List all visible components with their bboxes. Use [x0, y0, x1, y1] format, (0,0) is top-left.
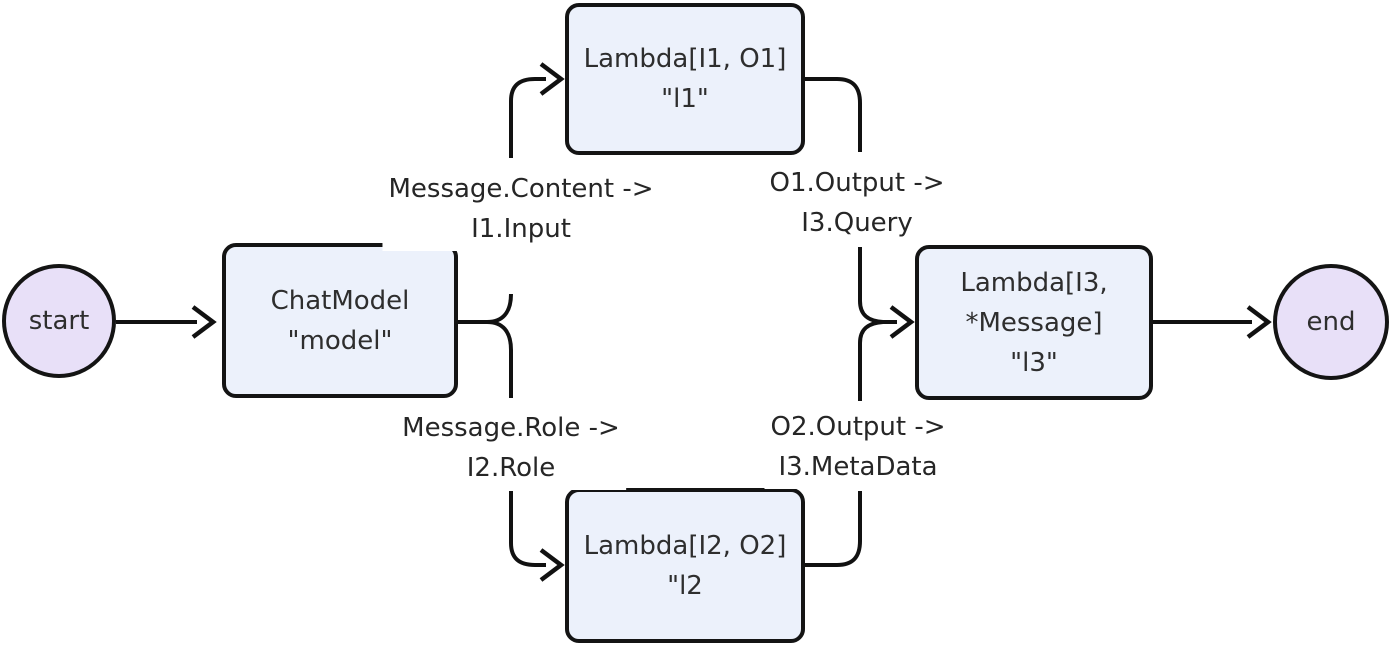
edge-label-o2-output: O2.Output -> I3.MetaData — [764, 405, 952, 489]
edge-model-l2-lower-segment — [509, 491, 546, 567]
arrowhead-l2 — [539, 548, 565, 582]
edge-label-o1-output: O1.Output -> I3.Query — [763, 161, 951, 245]
edge-l1-l3-upper-segment — [805, 77, 862, 152]
node-lambda-l3: Lambda[I3, *Message] "l3" — [915, 245, 1153, 400]
edge-l2-l3-upper-segment — [858, 320, 897, 401]
arrowhead-model — [191, 305, 217, 339]
arrowhead-l1 — [539, 62, 565, 96]
edge-l2-l3-lower-segment — [805, 491, 862, 567]
edge-l1-l3-lower-segment — [858, 247, 897, 324]
node-chatmodel: ChatModel "model" — [222, 243, 458, 398]
node-end: end — [1273, 264, 1389, 380]
node-start: start — [2, 264, 116, 378]
edge-model-l1-upper-segment — [509, 77, 546, 158]
arrowhead-l3 — [889, 305, 915, 339]
arrowhead-end — [1246, 305, 1272, 339]
node-lambda-l2: Lambda[I2, O2] "l2 — [565, 488, 805, 643]
edge-model-l1-lower-segment — [458, 293, 513, 324]
node-lambda-l1: Lambda[I1, O1] "l1" — [565, 3, 805, 155]
edge-label-message-role: Message.Role -> I2.Role — [396, 406, 626, 490]
edge-model-l2-upper-segment — [458, 320, 513, 398]
edge-label-message-content: Message.Content -> I1.Input — [382, 167, 660, 251]
